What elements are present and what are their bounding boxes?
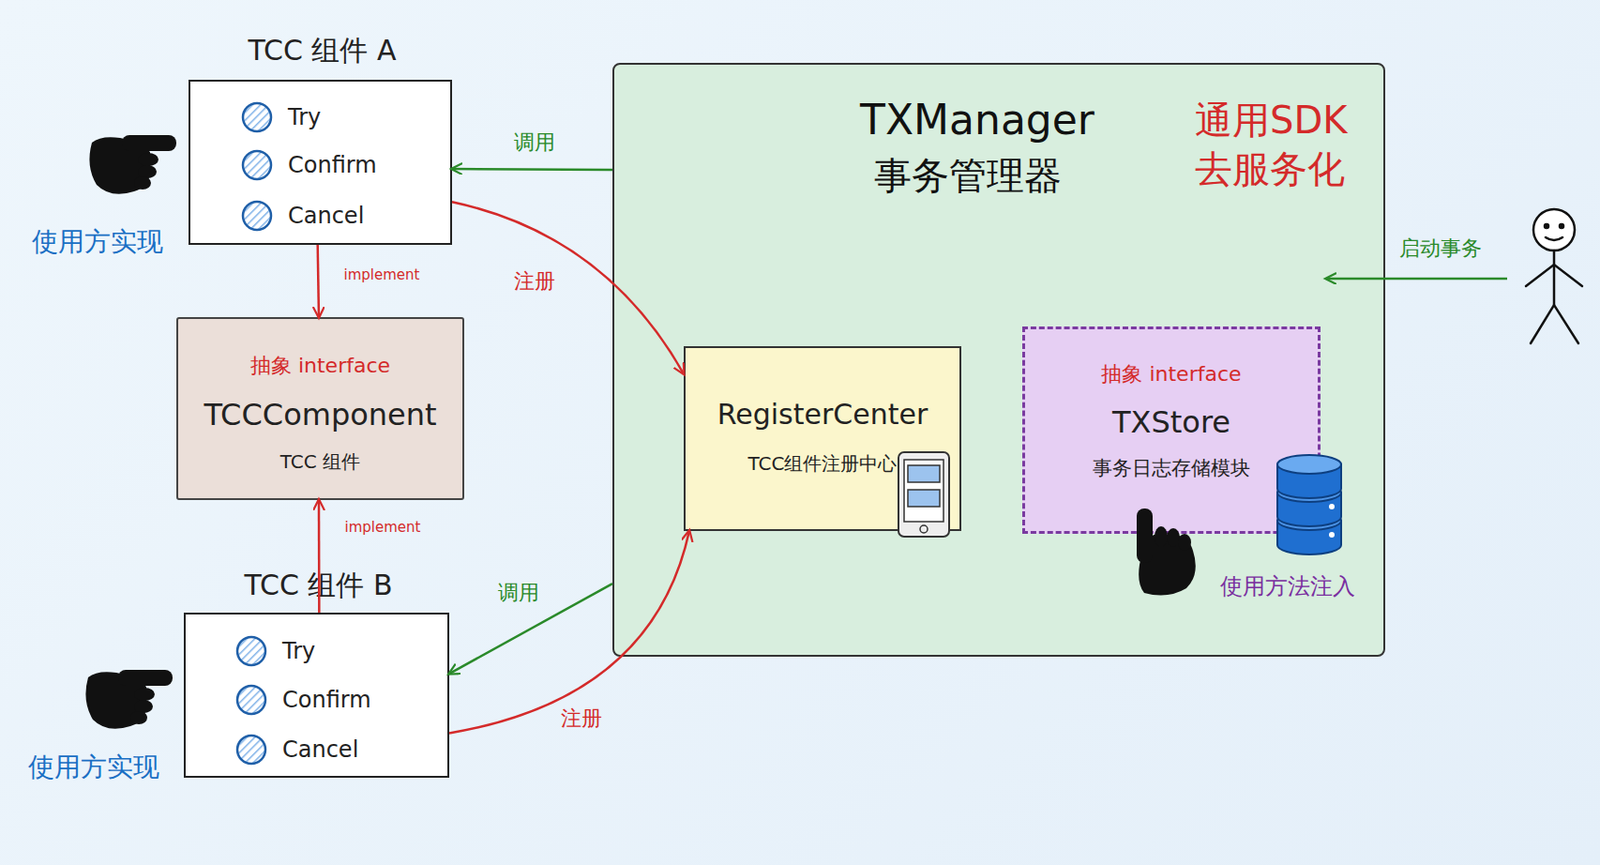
hatched-circle (237, 636, 266, 665)
hatched-circle (242, 201, 272, 230)
node-box: 抽象 interfaceTXStore 事务日志存储模块 (1022, 326, 1321, 534)
node-text: RegisterCenter (685, 396, 960, 433)
edge-label: implement (287, 266, 476, 286)
node-text: 抽象 interface (1025, 361, 1318, 388)
node-text: TCC 组件 A (152, 32, 492, 69)
node-text: TCC 组件 B (148, 567, 489, 604)
edge-label: implement (288, 518, 477, 538)
node-box: RegisterCenterTCC组件注册中心 (683, 346, 962, 531)
edge-label: 注册 (440, 268, 629, 296)
edge-label: 调用 (440, 129, 629, 157)
hatched-bullet (240, 100, 274, 135)
figure-eye (1544, 224, 1549, 228)
note-label: 使用方法注入 (1147, 572, 1429, 602)
note-label: 使用方实现 (0, 225, 239, 259)
stick-figure (1525, 209, 1583, 344)
hatched-bullet (234, 633, 269, 668)
node-text: Cancel (282, 735, 442, 764)
node-text: Confirm (282, 685, 442, 714)
node-text: 事务管理器 (780, 151, 1156, 199)
hatched-bullet (240, 198, 274, 233)
node-text: Cancel (287, 201, 448, 230)
node-box: TXManager 事务管理器通用SDK 去服务化 RegisterCenterTC… (612, 62, 1386, 657)
hatched-circle (237, 735, 266, 764)
node-text: TXStore (1025, 403, 1318, 441)
node-text: Confirm (287, 150, 448, 180)
node-text: 事务日志存储模块 (1025, 455, 1318, 481)
hatched-circle (242, 103, 272, 132)
node-box: 抽象 interfaceTCCComponentTCC 组件 (176, 316, 465, 500)
node-box: TCC 组件 ATryConfirmCancel (188, 79, 453, 245)
edge-label: 调用 (424, 579, 613, 607)
hatched-bullet (234, 682, 269, 717)
node-box: TCC 组件 BTryConfirmCancel (183, 612, 450, 778)
figure-legs (1530, 304, 1579, 344)
hatched-bullet (234, 732, 269, 767)
figure-eye (1559, 224, 1564, 228)
node-text: Try (282, 636, 442, 665)
figure-head (1533, 209, 1575, 251)
pointing-hand (85, 669, 173, 729)
figure-body (1553, 250, 1556, 305)
node-text: Try (287, 103, 448, 132)
figure-arms (1525, 264, 1583, 287)
connector-arrow (317, 244, 319, 317)
node-text: TCC 组件 (178, 450, 463, 474)
note-label: 使用方实现 (0, 750, 235, 785)
figure-mouth (1545, 237, 1563, 241)
hatched-bullet (240, 148, 274, 182)
note-label: 启动事务 (1299, 235, 1582, 263)
node-text: TCCComponent (178, 395, 463, 434)
node-text: TXManager (789, 93, 1165, 146)
connector-arrow (452, 167, 613, 171)
node-text: 抽象 interface (178, 352, 463, 379)
hatched-circle (237, 685, 266, 714)
node-text: TCC组件注册中心 (685, 452, 960, 476)
pointing-hand (89, 135, 177, 195)
hatched-circle (242, 150, 272, 180)
edge-label: 注册 (487, 705, 676, 733)
node-text: 通用SDK 去服务化 (1194, 95, 1383, 194)
